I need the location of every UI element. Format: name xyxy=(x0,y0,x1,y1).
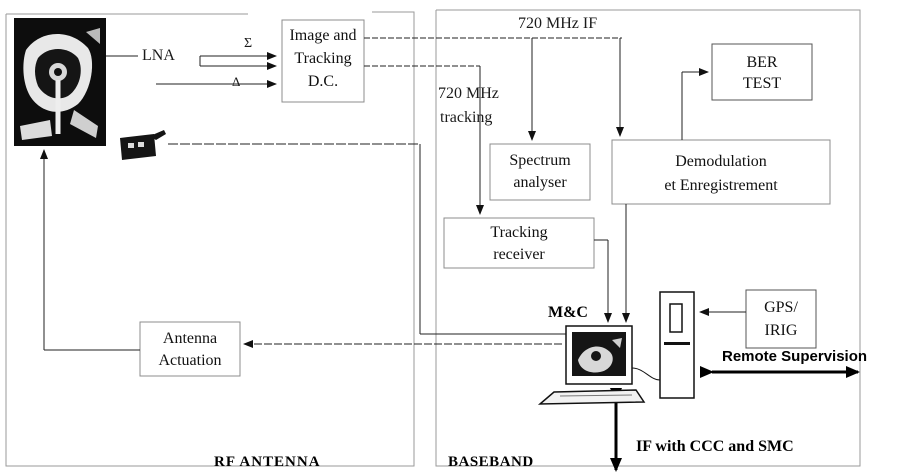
tracking-receiver-line-1: Tracking xyxy=(444,222,594,244)
monitor-icon xyxy=(566,326,632,384)
if-ccc-smc-label: IF with CCC and SMC xyxy=(636,438,794,456)
keyboard-icon xyxy=(540,390,644,404)
gps-irig-line-1: GPS/ xyxy=(746,296,816,319)
image-tracking-dc-line-1: Image and xyxy=(282,24,364,47)
sum-label: Σ xyxy=(244,34,252,53)
mc-label: M&C xyxy=(548,304,588,322)
image-tracking-dc-line-3: D.C. xyxy=(282,70,364,93)
tracking-720-label-2: tracking xyxy=(440,108,492,127)
tracking-receiver-line-2: receiver xyxy=(444,244,594,266)
lna-label: LNA xyxy=(142,46,175,65)
demodulation-line-2: et Enregistrement xyxy=(612,174,830,198)
gps-irig-line-2: IRIG xyxy=(746,319,816,342)
gps-irig-text: GPS/ IRIG xyxy=(746,296,816,342)
dish-antenna-image xyxy=(14,18,106,146)
image-tracking-dc-line-2: Tracking xyxy=(282,47,364,70)
image-tracking-dc-text: Image and Tracking D.C. xyxy=(282,24,364,93)
delta-label: Δ xyxy=(232,72,240,91)
tracking-720-label-1: 720 MHz xyxy=(438,84,499,103)
tower-computer-icon xyxy=(632,292,694,398)
demodulation-text: Demodulation et Enregistrement xyxy=(612,150,830,198)
antenna-actuation-text: Antenna Actuation xyxy=(140,328,240,372)
rf-antenna-section-label: RF ANTENNA xyxy=(214,454,321,471)
antenna-actuation-line-2: Actuation xyxy=(140,350,240,372)
antenna-actuation-line-1: Antenna xyxy=(140,328,240,350)
if-720-label: 720 MHz IF xyxy=(518,14,597,33)
feed-device-icon xyxy=(120,130,166,160)
demodulation-line-1: Demodulation xyxy=(612,150,830,174)
ber-test-line-1: BER xyxy=(712,52,812,73)
remote-supervision-label: Remote Supervision xyxy=(722,348,867,365)
baseband-section-label: BASEBAND xyxy=(448,454,534,471)
spectrum-analyser-line-2: analyser xyxy=(490,172,590,194)
spectrum-analyser-line-1: Spectrum xyxy=(490,150,590,172)
ber-test-text: BER TEST xyxy=(712,52,812,94)
spectrum-analyser-text: Spectrum analyser xyxy=(490,150,590,194)
ber-test-line-2: TEST xyxy=(712,73,812,94)
tracking-receiver-text: Tracking receiver xyxy=(444,222,594,266)
